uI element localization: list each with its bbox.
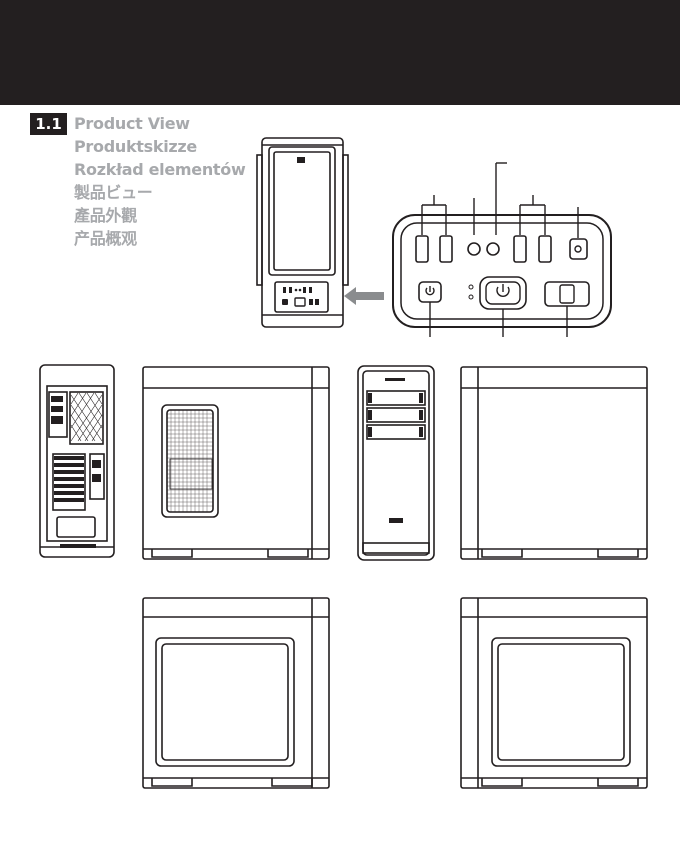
section-number: 1.1 (30, 113, 67, 135)
left-side-view-illustration (140, 364, 332, 566)
header-bar (0, 0, 680, 105)
title-japanese: 製品ビュー (74, 181, 245, 204)
zoom-arrow-icon (342, 285, 387, 307)
front-view-illustration (255, 135, 350, 330)
front-bezel-view-illustration (355, 363, 437, 563)
title-traditional-chinese: 產品外觀 (74, 204, 245, 227)
right-side-view-illustration (458, 364, 653, 566)
rear-view-illustration (35, 362, 119, 567)
section-titles: Product View Produktskizze Rozkład eleme… (74, 112, 245, 250)
title-polish: Rozkład elementów (74, 158, 245, 181)
title-english: Product View (74, 112, 245, 135)
right-side-window-view-illustration (458, 595, 653, 795)
title-simplified-chinese: 产品概观 (74, 227, 245, 250)
left-side-window-view-illustration (140, 595, 332, 795)
io-panel-detail-illustration (388, 155, 618, 340)
title-german: Produktskizze (74, 135, 245, 158)
